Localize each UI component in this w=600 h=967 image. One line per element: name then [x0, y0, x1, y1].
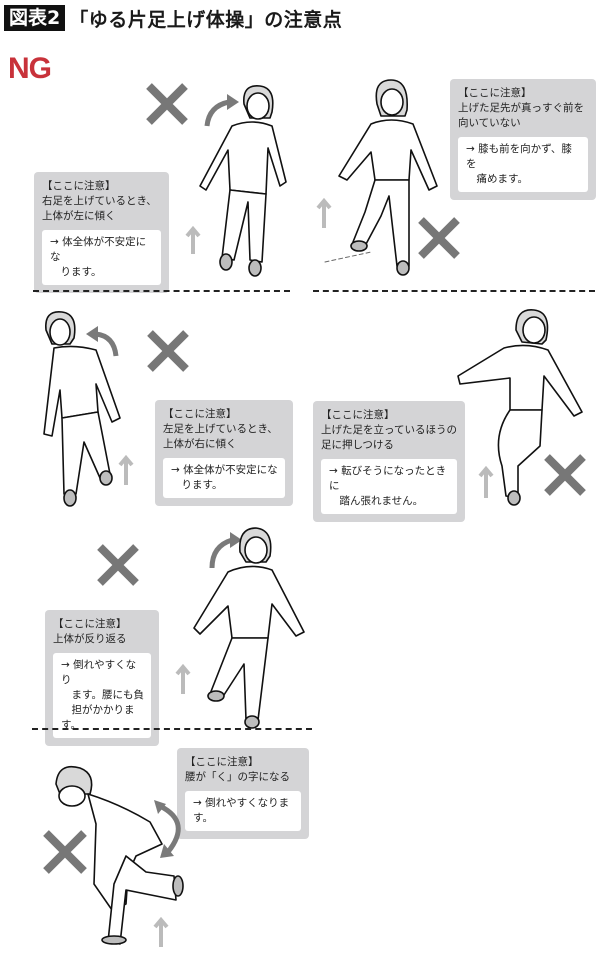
up-arrow-icon — [118, 454, 134, 485]
caution-result: → 体全体が不安定にな ります。 — [163, 458, 285, 498]
person-figure — [457, 309, 583, 506]
curved-arrow-icon — [209, 532, 242, 569]
caution-note: 【ここに注意】 左足を上げているとき、 上体が右に傾く → 体全体が不安定にな … — [155, 400, 293, 506]
person-figure — [55, 765, 184, 945]
person-figure — [43, 311, 121, 507]
caution-body: 腰が「く」の字になる — [185, 771, 290, 783]
caution-heading: 【ここに注意】 — [458, 87, 532, 99]
figure-label: 図表2 — [4, 5, 66, 31]
up-arrow-icon — [153, 916, 169, 947]
caution-heading: 【ここに注意】 — [185, 756, 259, 768]
caution-result: → 倒れやすくなり ます。腰にも負 担がかかります。 — [53, 653, 151, 738]
caution-heading: 【ここに注意】 — [42, 180, 116, 192]
person-figure — [324, 79, 438, 276]
up-arrow-icon — [316, 197, 332, 228]
section-divider — [33, 290, 290, 292]
x-mark-icon — [147, 330, 189, 372]
caution-heading: 【ここに注意】 — [53, 618, 127, 630]
caution-heading: 【ここに注意】 — [321, 409, 395, 421]
caution-note: 【ここに注意】 上げた足を立っているほうの 足に押しつける → 転びそうになった… — [313, 401, 465, 522]
x-mark-icon — [146, 83, 188, 125]
up-arrow-icon — [185, 225, 201, 254]
caution-note: 【ここに注意】 上げた足先が真っすぐ前を 向いていない → 膝も前を向かず、膝を… — [450, 79, 596, 200]
person-figure — [199, 85, 287, 277]
caution-result: → 膝も前を向かず、膝を 痛めます。 — [458, 137, 588, 192]
caution-body: 上げた足先が真っすぐ前を 向いていない — [458, 102, 584, 129]
figure-header: 図表2 「ゆる片足上げ体操」の注意点 — [4, 4, 342, 32]
section-divider — [313, 290, 595, 292]
section-divider — [32, 728, 312, 730]
caution-note: 【ここに注意】 上体が反り返る → 倒れやすくなり ます。腰にも負 担がかかりま… — [45, 610, 159, 746]
x-mark-icon — [43, 830, 87, 874]
up-arrow-icon — [175, 663, 191, 694]
caution-result: → 体全体が不安定にな ります。 — [42, 230, 161, 285]
curved-arrow-icon — [86, 326, 119, 357]
up-arrow-icon — [478, 465, 494, 498]
x-mark-icon — [97, 544, 139, 586]
ng-label: NG — [8, 52, 52, 85]
caution-heading: 【ここに注意】 — [163, 408, 237, 420]
curved-arrow-icon — [204, 94, 239, 127]
caution-body: 右足を上げているとき、 上体が左に傾く — [42, 195, 157, 222]
caution-body: 上げた足を立っているほうの 足に押しつける — [321, 424, 457, 451]
curved-arrow-icon — [154, 800, 181, 858]
caution-body: 上体が反り返る — [53, 633, 127, 645]
caution-result: → 転びそうになったときに 踏ん張れません。 — [321, 459, 457, 514]
x-mark-icon — [544, 454, 586, 496]
caution-result: → 倒れやすくなります。 — [185, 791, 301, 831]
person-figure — [193, 527, 305, 729]
caution-note: 【ここに注意】 腰が「く」の字になる → 倒れやすくなります。 — [177, 748, 309, 839]
figure-title: 「ゆる片足上げ体操」の注意点 — [69, 8, 343, 31]
caution-note: 【ここに注意】 右足を上げているとき、 上体が左に傾く → 体全体が不安定にな … — [34, 172, 169, 293]
caution-body: 左足を上げているとき、 上体が右に傾く — [163, 423, 278, 450]
x-mark-icon — [418, 217, 460, 259]
